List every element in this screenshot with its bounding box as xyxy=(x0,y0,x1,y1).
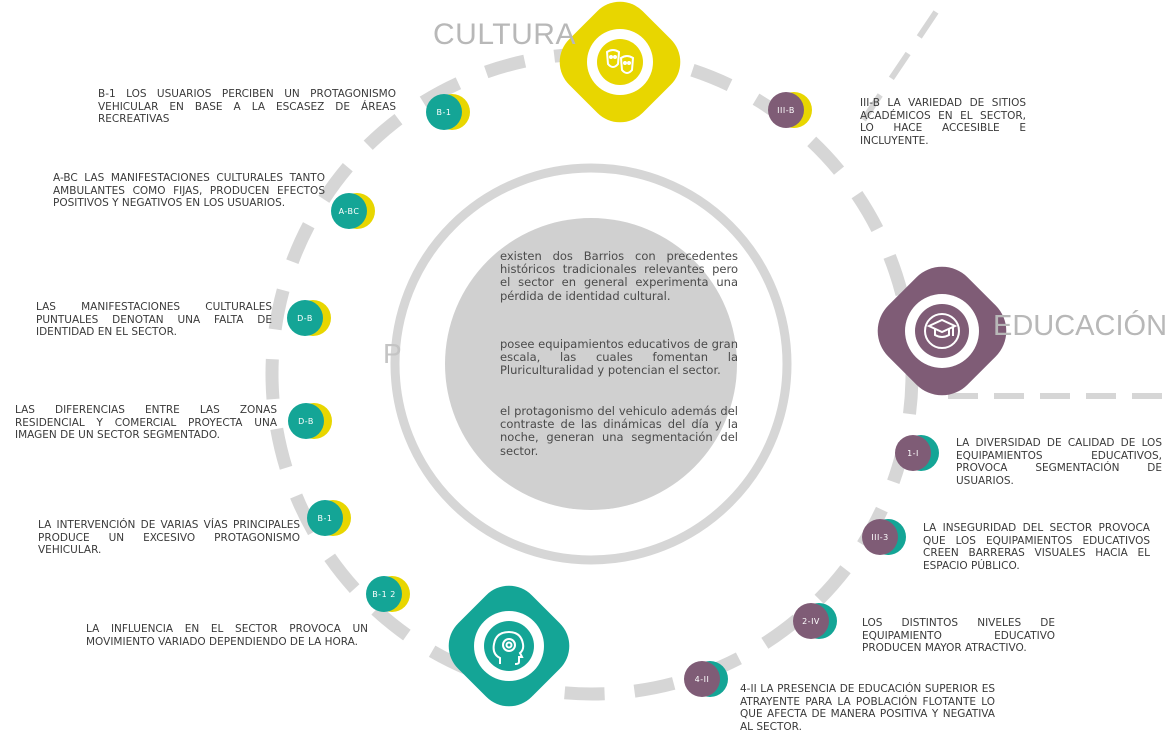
theater-masks-icon xyxy=(605,49,635,74)
center-paragraph-3: el protagonismo del vehiculo además del … xyxy=(500,404,738,458)
note-manifestaciones-puntuales: LAS MANIFESTACIONES CULTURALES PUNTUALES… xyxy=(36,301,272,339)
note-intervencion-vias: LA INTERVENCIÓN DE VARIAS VÍAS PRINCIPAL… xyxy=(38,519,300,557)
badge-iiib: III-B xyxy=(768,92,814,132)
badge-db-1: D-B xyxy=(287,300,333,340)
badge-db-2: D-B xyxy=(288,403,334,443)
note-b1-recreativas: B-1 LOS USUARIOS PERCIBEN UN PROTAGONISM… xyxy=(98,88,396,126)
badge-iii3: III-3 xyxy=(862,519,908,559)
note-inseguridad: LA INSEGURIDAD DEL SECTOR PROVOCA QUE LO… xyxy=(923,522,1150,572)
note-diversidad-calidad: LA DIVERSIDAD DE CALIDAD DE LOS EQUIPAMI… xyxy=(956,437,1162,487)
diagonal-dashed-line xyxy=(855,10,939,130)
badge-abc: A-BC xyxy=(331,193,377,233)
note-influencia-sector: LA INFLUENCIA EN EL SECTOR PROVOCA UN MO… xyxy=(86,623,368,648)
title-partial: P xyxy=(383,338,402,369)
hub-cultura xyxy=(559,1,681,123)
badge-b1-mid: B-1 xyxy=(307,500,353,540)
hub-educacion xyxy=(877,266,1007,396)
center-paragraph-1: existen dos Barrios con precedentes hist… xyxy=(500,249,738,303)
center-paragraph-2: posee equipamientos educativos de gran e… xyxy=(500,337,738,378)
note-iiib-variedad: III-B LA VARIEDAD DE SITIOS ACADÉMICOS E… xyxy=(860,97,1026,147)
badge-b1-top: B-1 xyxy=(426,94,472,134)
center-disc xyxy=(445,218,737,510)
hub-psicologia xyxy=(448,585,570,707)
mind-head-icon xyxy=(492,630,525,665)
note-diferencias-zonas: LAS DIFERENCIAS ENTRE LAS ZONAS RESIDENC… xyxy=(15,404,277,442)
note-abc-manifestaciones: A-BC LAS MANIFESTACIONES CULTURALES TANT… xyxy=(53,172,325,210)
title-educacion: EDUCACIÓN xyxy=(993,310,1166,342)
badge-b12: B-1 2 xyxy=(366,576,412,616)
title-cultura: CULTURA xyxy=(433,18,576,51)
note-distintos-niveles: LOS DISTINTOS NIVELES DE EQUIPAMIENTO ED… xyxy=(862,617,1055,655)
note-4ii-educacion-superior: 4-II LA PRESENCIA DE EDUCACIÓN SUPERIOR … xyxy=(740,683,995,733)
graduation-cap-icon xyxy=(924,313,960,349)
badge-2iv: 2-IV xyxy=(793,603,839,643)
badge-1i: 1-I xyxy=(895,435,941,475)
badge-4ii: 4-II xyxy=(684,661,730,701)
center-outer-ring xyxy=(390,163,792,565)
